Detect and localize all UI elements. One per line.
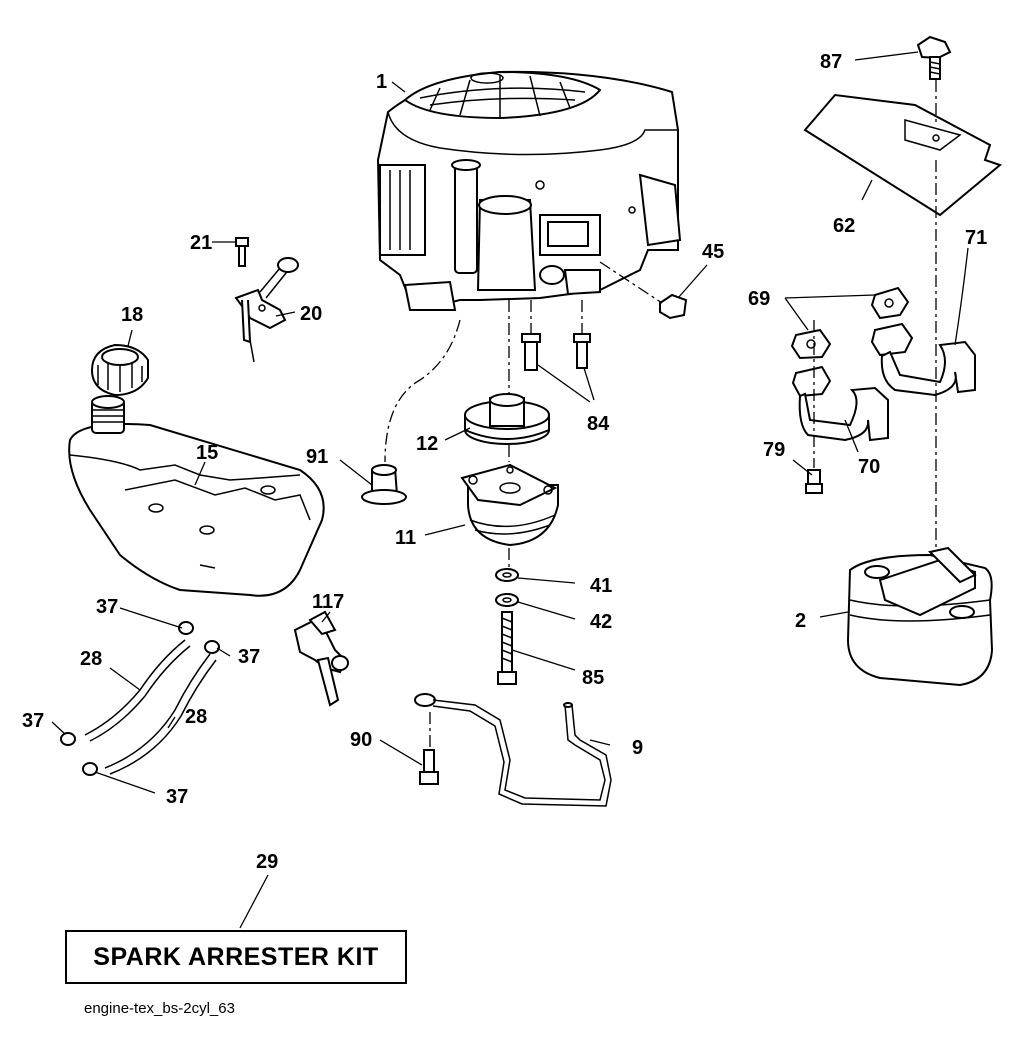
- bushing-icon: [361, 464, 407, 505]
- rod-icon: [414, 693, 612, 807]
- muffler-icon: [846, 546, 994, 687]
- bolt-icon: [521, 293, 823, 494]
- label-45: 45: [702, 241, 724, 263]
- label-69: 69: [748, 288, 770, 310]
- label-11: 11: [395, 527, 416, 549]
- fuel-valve-icon: [293, 610, 349, 707]
- label-90: 90: [350, 729, 372, 751]
- label-79: 79: [763, 439, 785, 461]
- fuel-tank-icon: [68, 395, 325, 597]
- label-1: 1: [376, 71, 387, 93]
- spark-arrester-kit-label: SPARK ARRESTER KIT: [93, 942, 379, 971]
- knob-icon: [916, 35, 952, 80]
- label-87: 87: [820, 51, 842, 73]
- label-42: 42: [590, 611, 612, 633]
- gasket-icon: [790, 286, 910, 360]
- label-37-d: 37: [166, 786, 188, 808]
- washer-icon: [495, 568, 519, 607]
- exhaust-pipe-icon: [791, 322, 976, 442]
- clutch-icon: [460, 463, 559, 547]
- long-bolt-icon: [497, 611, 517, 685]
- label-37-b: 37: [238, 646, 260, 668]
- heat-shield-icon: [803, 93, 1003, 217]
- assembly-lines: [384, 80, 937, 750]
- label-29: 29: [256, 851, 278, 873]
- hose-clamp-icon: [60, 621, 220, 776]
- diagram-caption: engine-tex_bs-2cyl_63: [84, 1000, 235, 1017]
- callout-labels: 1 87 62 71 69 70 79 2 45 84 12 11 41 42 …: [22, 51, 987, 873]
- label-20: 20: [300, 303, 322, 325]
- label-41: 41: [590, 575, 612, 597]
- label-37-a: 37: [96, 596, 118, 618]
- label-85: 85: [582, 667, 604, 689]
- label-15: 15: [196, 442, 218, 464]
- engine-icon: [376, 70, 682, 311]
- label-37-c: 37: [22, 710, 44, 732]
- throttle-control-icon: [234, 257, 299, 363]
- pulley-icon: [464, 393, 550, 445]
- label-18: 18: [121, 304, 143, 326]
- label-62: 62: [833, 215, 855, 237]
- bolt-90-icon: [419, 749, 439, 785]
- spark-arrester-kit-box: SPARK ARRESTER KIT: [65, 930, 407, 984]
- label-12: 12: [416, 433, 438, 455]
- screw-icon: [235, 237, 249, 267]
- label-71: 71: [965, 227, 987, 249]
- hose-icon: [84, 639, 217, 775]
- label-21: 21: [190, 232, 212, 254]
- label-91: 91: [306, 446, 328, 468]
- fuel-cap-icon: [90, 343, 149, 397]
- label-70: 70: [858, 456, 880, 478]
- label-2: 2: [795, 610, 806, 632]
- label-28-a: 28: [80, 648, 102, 670]
- label-9: 9: [632, 737, 643, 759]
- label-28-b: 28: [185, 706, 207, 728]
- label-84: 84: [587, 413, 610, 435]
- leader-lines: [51, 51, 969, 929]
- label-117: 117: [312, 591, 344, 613]
